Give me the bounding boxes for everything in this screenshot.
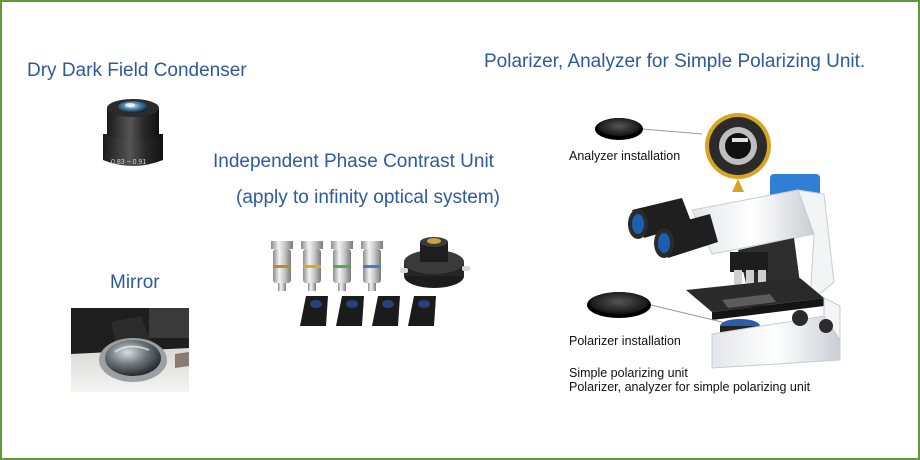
stage [686,278,824,320]
analyzer-inset [705,113,771,192]
objective-1 [271,241,293,291]
objective-2 [301,241,323,291]
analyzer-disc [595,118,643,140]
mirror-heading: Mirror [110,272,160,293]
objective-3 [331,241,353,291]
dark-field-condenser-image: 0.83 ~ 0.91 [103,99,163,166]
phase-contrast-subheading: (apply to infinity optical system) [236,187,500,208]
phase-condenser-image [400,237,470,288]
phase-slider-3 [372,296,400,326]
simple-polarizing-unit-caption: Simple polarizing unit [569,366,688,380]
objective-4 [361,241,383,291]
polarizer-analyzer-caption: Polarizer, analyzer for simple polarizin… [569,380,811,394]
dark-field-condenser-heading: Dry Dark Field Condenser [27,60,247,81]
mirror-image [71,308,189,392]
analyzer-installation-caption: Analyzer installation [569,149,681,163]
phase-slider-1 [300,296,328,326]
condenser-ring-text: 0.83 ~ 0.91 [111,159,146,166]
polarizer-disc [587,292,651,318]
phase-slider-2 [336,296,364,326]
polarizing-microscope-image [587,113,841,369]
phase-sliders-image [300,296,436,326]
polarizer-heading: Polarizer, Analyzer for Simple Polarizin… [484,51,866,72]
eyepieces [628,198,718,258]
phase-contrast-heading: Independent Phase Contrast Unit [213,151,494,172]
phase-slider-4 [408,296,436,326]
phase-objectives-image [271,241,383,291]
polarizer-installation-caption: Polarizer installation [569,334,681,348]
